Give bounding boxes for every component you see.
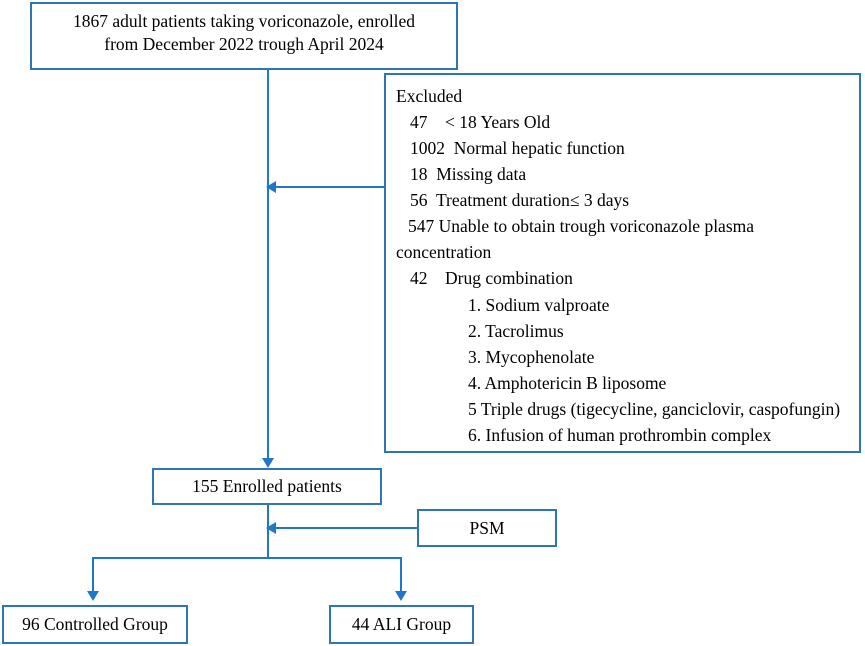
arrow-to-controlled-group bbox=[87, 591, 99, 601]
ali-group-label: 44 ALI Group bbox=[351, 614, 452, 634]
arrow-trunk-to-enrolled bbox=[262, 458, 274, 468]
excluded-heading: Excluded bbox=[396, 86, 463, 106]
connector-drop-controlled bbox=[92, 557, 94, 593]
excluded-reason-label: Missing data bbox=[436, 164, 527, 185]
excluded-box: Excluded 47 < 18 Years Old 1002 Normal h… bbox=[384, 73, 861, 453]
excluded-reason-label: < 18 Years Old bbox=[445, 112, 551, 133]
arrow-to-trunk-psm bbox=[266, 522, 276, 534]
enrollment-line-1: 1867 adult patients taking voriconazole,… bbox=[72, 11, 416, 31]
arrow-to-ali-group bbox=[395, 591, 407, 601]
drug-combination-item: 4. Amphotericin B liposome bbox=[468, 372, 667, 393]
enrolled-patients-box: 155 Enrolled patients bbox=[152, 468, 382, 505]
excluded-reason-row: 1002 Normal hepatic function bbox=[396, 135, 853, 161]
drug-combination-item: 1. Sodium valproate bbox=[468, 294, 610, 315]
excluded-reason-row: 56 Treatment duration≤ 3 days bbox=[396, 187, 853, 213]
ali-group-box: 44 ALI Group bbox=[329, 605, 474, 644]
psm-label: PSM bbox=[469, 517, 505, 538]
excluded-reason-row: 47 < 18 Years Old bbox=[396, 109, 853, 135]
drug-combination-item: 6. Infusion of human prothrombin complex bbox=[468, 424, 772, 445]
excluded-reason-label: Treatment duration≤ 3 days bbox=[435, 190, 630, 211]
enrollment-box: 1867 adult patients taking voriconazole,… bbox=[30, 2, 458, 70]
excluded-reason-label: Normal hepatic function bbox=[453, 138, 625, 159]
excluded-reason-count: 42 bbox=[410, 268, 428, 289]
connector-drop-ali bbox=[400, 557, 402, 593]
connector-split-bar bbox=[92, 557, 402, 559]
controlled-group-label: 96 Controlled Group bbox=[22, 614, 168, 634]
psm-box: PSM bbox=[417, 509, 557, 547]
connector-excluded-branch bbox=[275, 186, 384, 188]
drug-combination-item: 5 Triple drugs (tigecycline, ganciclovir… bbox=[468, 398, 841, 419]
arrow-to-trunk-excluded bbox=[266, 181, 276, 193]
excluded-reason-count: 18 bbox=[410, 164, 428, 185]
excluded-reason-label: Drug combination bbox=[445, 268, 573, 289]
excluded-reason-continuation: concentration bbox=[396, 242, 492, 263]
excluded-reason-count: 547 bbox=[408, 216, 435, 237]
excluded-reason-row: 547 Unable to obtain trough voriconazole… bbox=[396, 213, 853, 265]
drug-combination-item: 3. Mycophenolate bbox=[468, 346, 595, 367]
excluded-reason-count: 47 bbox=[410, 112, 428, 133]
excluded-reason-row: 42 Drug combination bbox=[396, 265, 853, 291]
connector-main-trunk bbox=[267, 70, 269, 462]
connector-psm-branch bbox=[275, 527, 417, 529]
enrollment-line-2: from December 2022 trough April 2024 bbox=[104, 33, 384, 54]
controlled-group-box: 96 Controlled Group bbox=[2, 605, 188, 644]
excluded-reason-label: Unable to obtain trough voriconazole pla… bbox=[438, 216, 755, 237]
drug-combination-item: 2. Tacrolimus bbox=[468, 320, 564, 341]
excluded-reason-row: 18 Missing data bbox=[396, 161, 853, 187]
excluded-reason-count: 1002 bbox=[410, 138, 445, 159]
enrolled-patients-label: 155 Enrolled patients bbox=[192, 476, 342, 496]
excluded-reason-count: 56 bbox=[410, 190, 428, 211]
